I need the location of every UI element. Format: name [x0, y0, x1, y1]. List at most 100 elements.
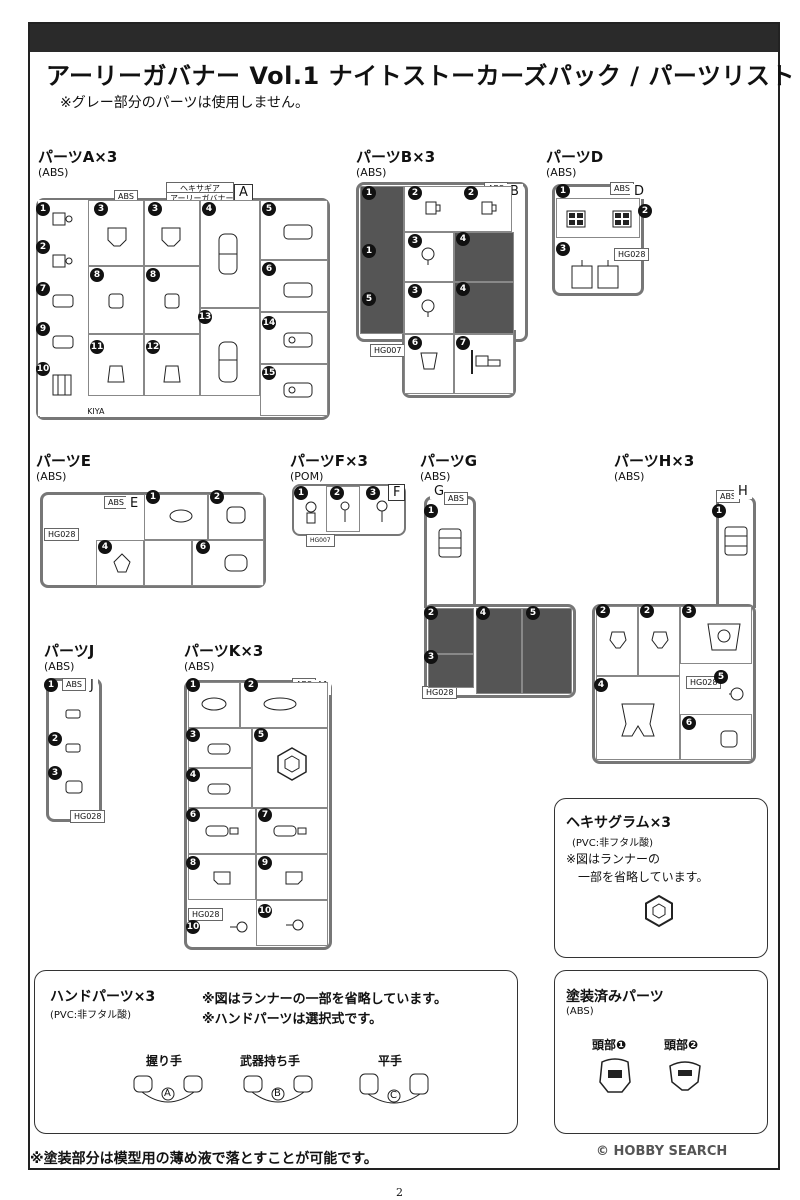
part-a13-num: 13	[198, 310, 212, 324]
part-j1-num: 1	[44, 678, 58, 692]
part-g1-icon	[438, 528, 462, 558]
part-f3-icon	[376, 500, 388, 522]
hand-grip-letter: A	[164, 1088, 171, 1099]
parts-k-material: (ABS)	[184, 660, 215, 673]
part-h4-num: 4	[594, 678, 608, 692]
runner-b-code: HG007	[370, 344, 406, 357]
part-b2b-num: 2	[464, 186, 478, 200]
part-a11-num: 11	[90, 340, 104, 354]
part-h1-icon	[724, 526, 748, 556]
part-h1-num: 1	[712, 504, 726, 518]
part-a8b-icon	[164, 293, 180, 309]
part-g1-num: 1	[424, 504, 438, 518]
part-b4-num: 4	[456, 232, 470, 246]
grey-parts-note: ※グレー部分のパーツは使用しません。	[60, 95, 310, 111]
part-k7-num: 7	[258, 808, 272, 822]
bottom-note: ※塗装部分は模型用の薄め液で落とすことが可能です。	[30, 1151, 378, 1167]
part-a10-num: 10	[36, 362, 50, 376]
parts-a-material: (ABS)	[38, 166, 69, 179]
runner-h-letter: H	[734, 484, 752, 499]
part-h3-icon	[707, 623, 741, 651]
part-k6-num: 6	[186, 808, 200, 822]
part-h3-num: 3	[682, 604, 696, 618]
part-a3b-num: 3	[148, 202, 162, 216]
parts-g-label: パーツG	[420, 452, 478, 470]
hand-grip-icon	[133, 1075, 203, 1103]
head-2-icon	[669, 1061, 701, 1091]
part-a4-num: 4	[202, 202, 216, 216]
part-f3-num: 3	[366, 486, 380, 500]
part-k2-icon	[263, 697, 297, 711]
part-j3-num: 3	[48, 766, 62, 780]
part-a4-icon	[218, 233, 238, 275]
part-a8-num: 8	[90, 268, 104, 282]
hexagram-hex-icon	[645, 894, 673, 928]
part-b2-icon	[425, 201, 441, 215]
part-g2-num: 2	[424, 606, 438, 620]
painted-parts-title: 塗装済みパーツ	[566, 989, 664, 1005]
part-e6-icon	[224, 554, 248, 572]
grey-part-g5	[522, 608, 572, 694]
part-f2-num: 2	[330, 486, 344, 500]
hand-parts-note-1: ※図はランナーの一部を省略しています。	[202, 992, 447, 1007]
part-a14-icon	[283, 332, 313, 348]
part-k5-num: 5	[254, 728, 268, 742]
part-a8b-num: 8	[146, 268, 160, 282]
runner-a-letter: A	[234, 184, 253, 201]
part-e4-icon	[113, 553, 131, 573]
runner-j-material-tag: ABS	[62, 678, 86, 691]
parts-j-material: (ABS)	[44, 660, 75, 673]
grey-part-b4b	[454, 282, 514, 334]
part-d2-icon	[612, 210, 632, 228]
runner-e-letter: E	[126, 496, 143, 511]
part-b6-num: 6	[408, 336, 422, 350]
part-h2b-icon	[651, 631, 669, 649]
parts-k-label: パーツK×3	[184, 642, 264, 660]
parts-f-label: パーツF×3	[290, 452, 368, 470]
part-a11-icon	[107, 365, 125, 383]
hand-parts-box	[34, 970, 518, 1134]
page-border	[28, 22, 780, 1170]
hand-open-letter: C	[390, 1090, 397, 1101]
part-a13-icon	[218, 341, 238, 383]
part-k3-icon	[207, 743, 231, 755]
part-h6-num: 6	[682, 716, 696, 730]
part-a8-icon	[108, 293, 124, 309]
runner-g-material-tag: ABS	[444, 492, 468, 505]
part-b6-icon	[420, 352, 438, 370]
hexagram-note-2: 一部を省略しています。	[578, 870, 709, 884]
part-k10b-icon	[286, 919, 304, 931]
part-b2b-icon	[481, 201, 497, 215]
parts-a-label: パーツA×3	[38, 148, 118, 166]
part-b1-num: 1	[362, 186, 376, 200]
part-h2-icon	[609, 631, 627, 649]
part-a15-num: 15	[262, 366, 276, 380]
part-b2-num: 2	[408, 186, 422, 200]
part-a3b-icon	[161, 227, 181, 247]
runner-d-letter: D	[630, 184, 649, 199]
part-a10-icon	[52, 374, 72, 396]
runner-d-code: HG028	[614, 248, 650, 261]
part-b7-num: 7	[456, 336, 470, 350]
part-k10-icon	[230, 921, 248, 933]
part-b3b-icon	[421, 299, 435, 317]
part-b3-icon	[421, 247, 435, 265]
hexagram-box	[554, 798, 768, 958]
part-j2-icon	[65, 743, 81, 753]
part-b1b-num: 1	[362, 244, 376, 258]
part-f1-icon	[305, 501, 317, 524]
part-a9-num: 9	[36, 322, 50, 336]
page-title: アーリーガバナー Vol.1 ナイトストーカーズパック / パーツリスト	[46, 62, 795, 90]
part-k4-icon	[207, 783, 231, 795]
part-k1-num: 1	[186, 678, 200, 692]
part-a3-num: 3	[94, 202, 108, 216]
parts-b-material: (ABS)	[356, 166, 387, 179]
hand-weapon-label: 武器持ち手	[240, 1054, 301, 1068]
runner-g-letter: G	[430, 484, 449, 499]
part-e6-num: 6	[196, 540, 210, 554]
hand-parts-note-2: ※ハンドパーツは選択式です。	[202, 1012, 383, 1027]
parts-f-material: (POM)	[290, 470, 324, 483]
parts-b-label: パーツB×3	[356, 148, 436, 166]
part-a7-num: 7	[36, 282, 50, 296]
hand-weapon-letter: B	[274, 1088, 281, 1099]
